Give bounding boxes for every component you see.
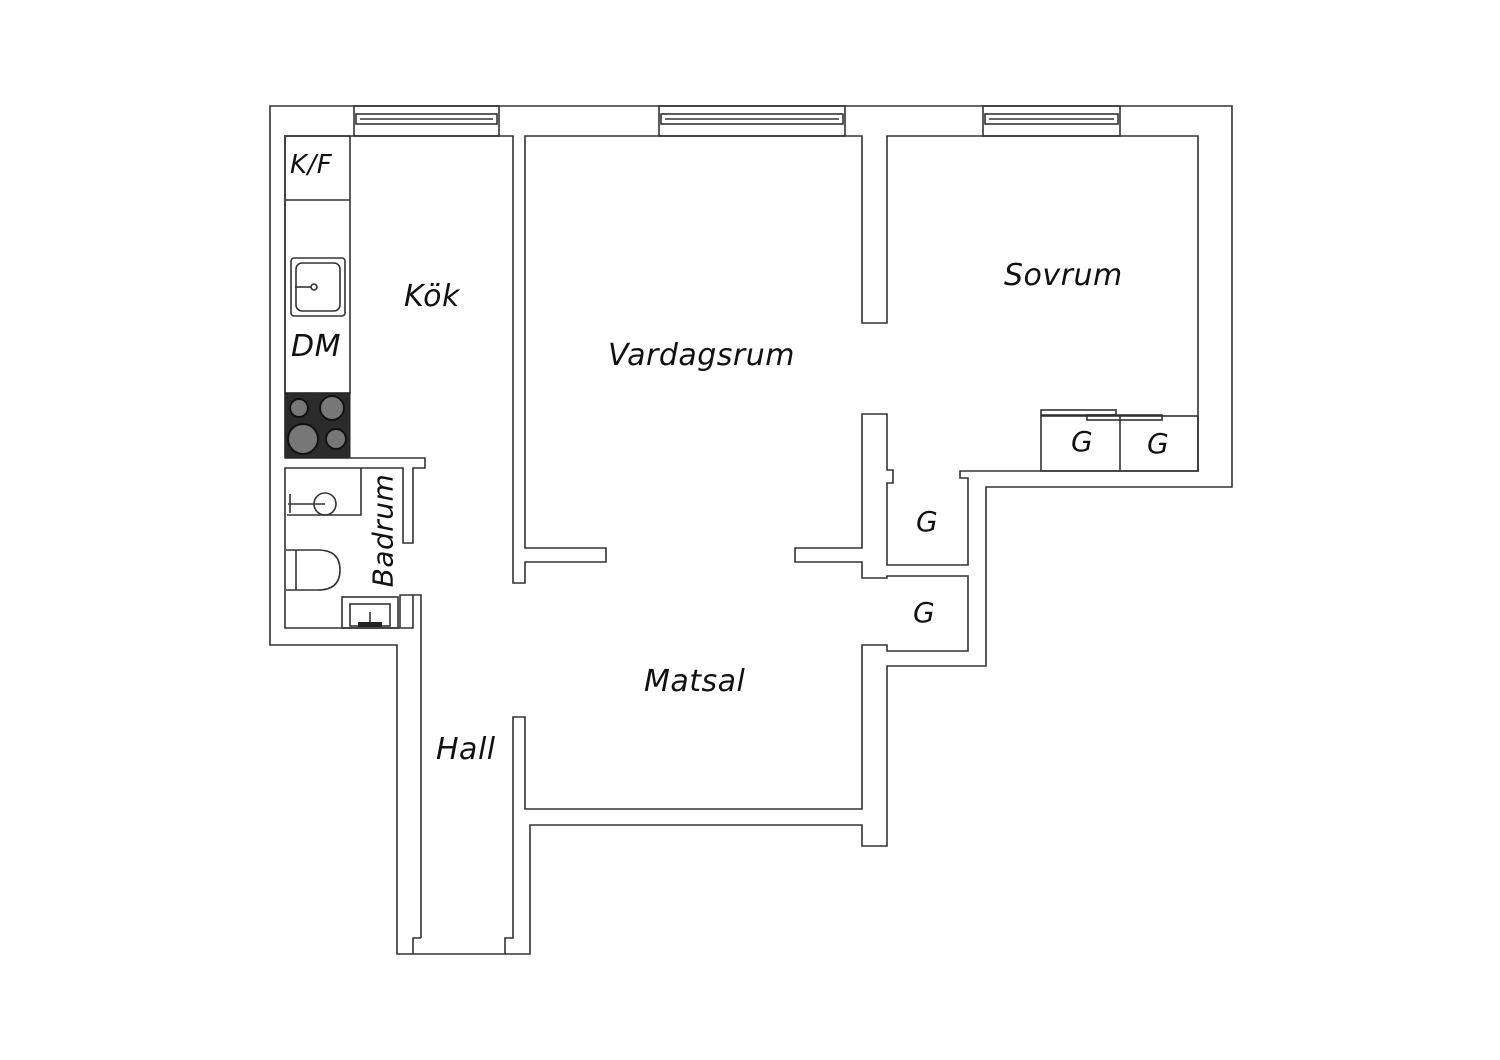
- fridge-freezer-label: K/F: [290, 150, 333, 180]
- room-label-living-room: Vardagsrum: [608, 338, 795, 373]
- room-label-bathroom: Badrum: [366, 473, 400, 588]
- shower-icon: [287, 468, 362, 516]
- sink-icon: [290, 257, 346, 317]
- bathroom-wall: [284, 457, 426, 629]
- bedroom-wardrobes: [1040, 409, 1199, 472]
- window-kitchen: [353, 105, 500, 137]
- window-living: [658, 105, 846, 137]
- window-bedroom: [982, 105, 1121, 137]
- washbasin-icon: [341, 596, 399, 629]
- room-label-hall: Hall: [436, 732, 496, 767]
- stove-icon: [284, 392, 351, 459]
- dishwasher-label: DM: [291, 329, 341, 364]
- toilet-icon: [286, 549, 341, 591]
- room-label-bedroom: Sovrum: [1004, 258, 1123, 293]
- room-label-kitchen: Kök: [404, 279, 460, 314]
- wardrobe-label: G: [913, 596, 936, 629]
- room-label-dining-room: Matsal: [644, 664, 746, 699]
- wardrobe-label: G: [1147, 427, 1170, 460]
- kitchen-wall: [284, 135, 1199, 954]
- wardrobe-label: G: [916, 505, 939, 538]
- wardrobe-label: G: [1071, 425, 1094, 458]
- hall-wall: [400, 594, 422, 954]
- outer-wall: [269, 105, 1233, 955]
